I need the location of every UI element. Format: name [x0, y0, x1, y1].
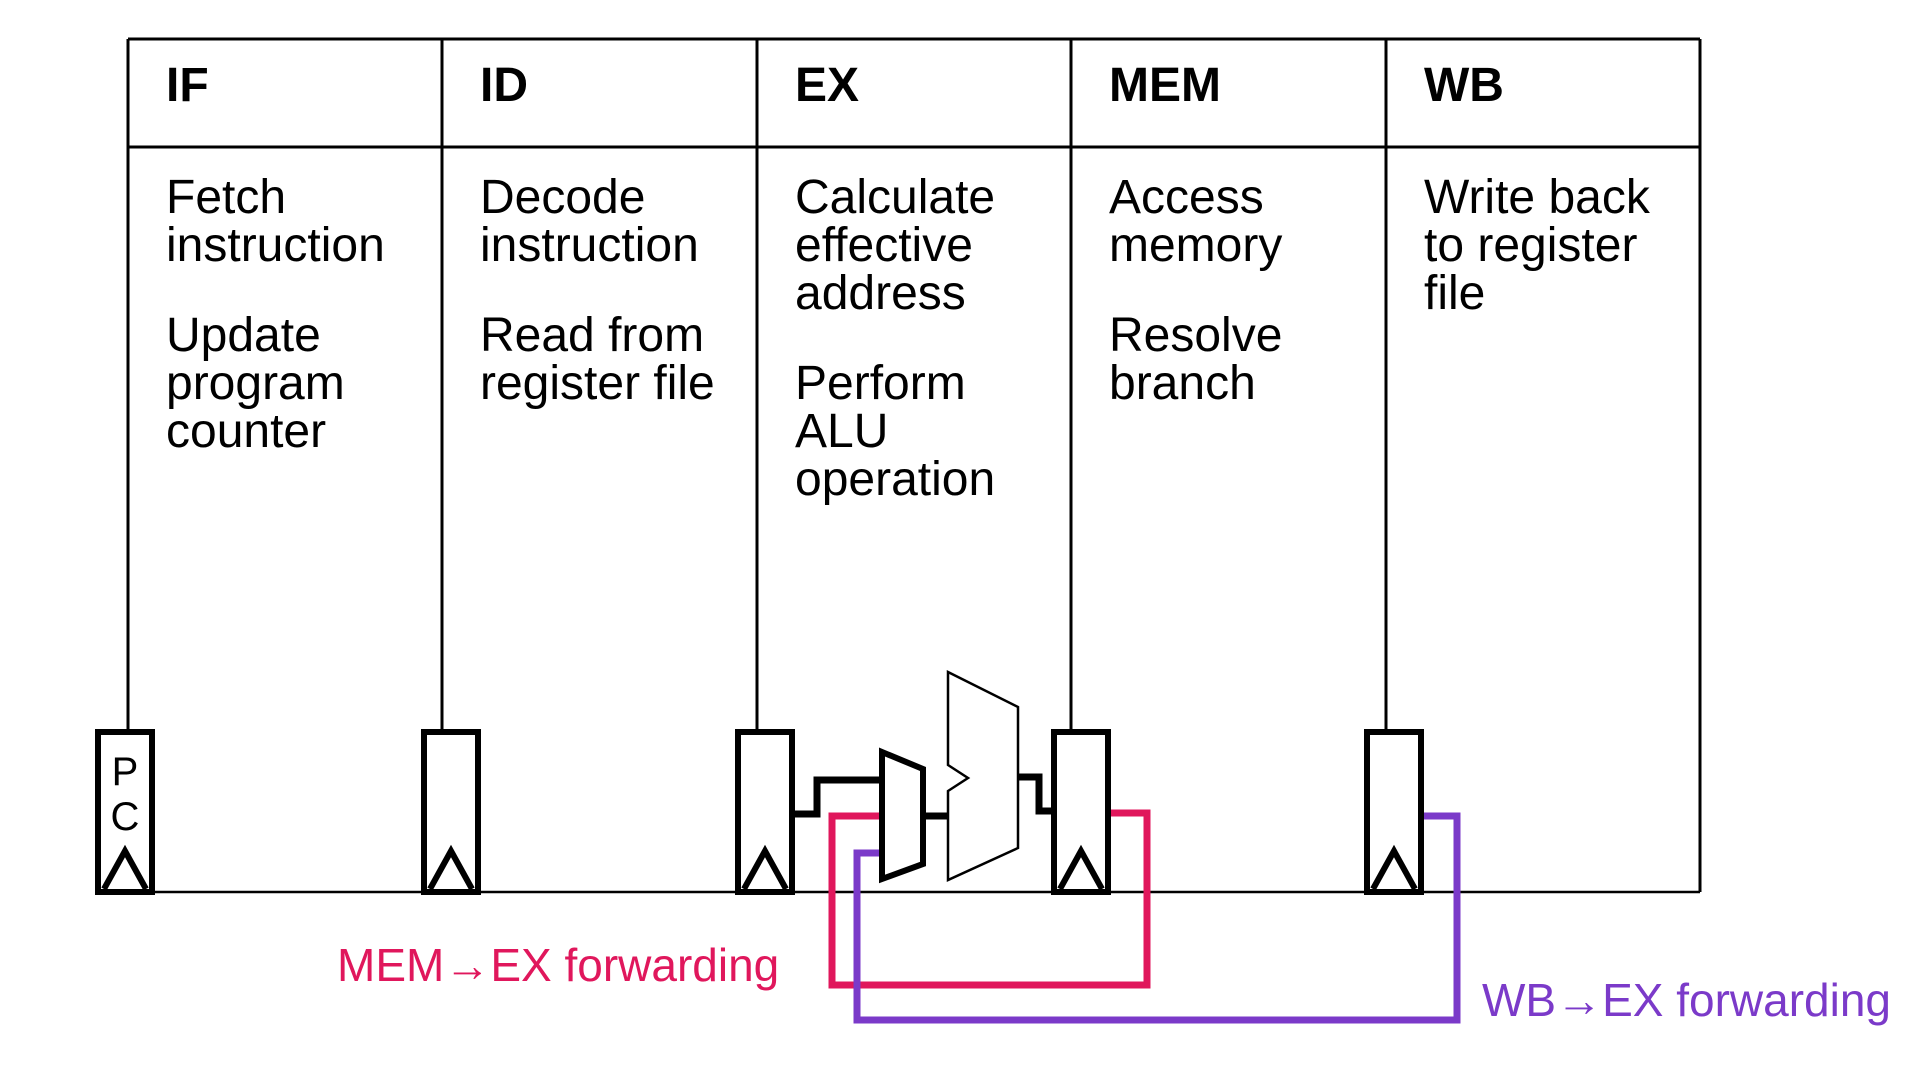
cell-ex-item-2: Perform ALU operation — [795, 357, 996, 506]
forwarding-mux — [879, 747, 926, 884]
cell-if-item-1: Fetch instruction — [166, 171, 385, 272]
header-mem: MEM — [1109, 59, 1221, 112]
id-ex-clock-chevron-icon — [741, 844, 789, 891]
cell-mem-item-2: Resolve branch — [1109, 309, 1283, 410]
cell-wb: Write back to register file — [1424, 174, 1686, 318]
cell-ex-item-1: Calculate effective address — [795, 171, 996, 320]
pipeline-registers — [95, 729, 1424, 895]
pc-register-label: P C — [110, 750, 140, 839]
cell-ex: Calculate effective address Perform ALU … — [795, 174, 1057, 504]
alu-shape — [946, 669, 1020, 882]
wb-ex-forwarding-label: WB→EX forwarding — [1482, 974, 1892, 1026]
cell-wb-item-1: Write back to register file — [1424, 171, 1650, 320]
pc-clock-chevron-icon — [101, 844, 149, 891]
regfile-to-mux-wire — [792, 776, 883, 818]
alu-to-exmem-wire — [1018, 773, 1058, 815]
id-ex-register — [735, 729, 795, 895]
ex-mem-clock-chevron-icon — [1057, 844, 1105, 891]
header-id: ID — [480, 59, 528, 112]
cell-id: Decode instruction Read from register fi… — [480, 174, 742, 408]
cell-mem: Access memory Resolve branch — [1109, 174, 1371, 408]
header-wb: WB — [1424, 59, 1504, 112]
pc-register — [95, 729, 155, 895]
mem-wb-clock-chevron-icon — [1370, 844, 1418, 891]
cell-id-item-1: Decode instruction — [480, 171, 699, 272]
header-ex: EX — [795, 59, 860, 112]
mem-ex-forwarding-wire — [828, 809, 1151, 989]
if-id-register — [421, 729, 481, 895]
if-id-clock-chevron-icon — [427, 844, 475, 891]
cell-id-item-2: Read from register file — [480, 309, 715, 410]
stage-table-grid — [126, 37, 1702, 892]
mem-ex-forwarding-label: MEM→EX forwarding — [337, 939, 780, 991]
cell-if: Fetch instruction Update program counter — [166, 174, 428, 456]
ex-mem-register — [1051, 729, 1111, 895]
cell-mem-item-1: Access memory — [1109, 171, 1283, 272]
wb-ex-forwarding-wire — [853, 812, 1461, 1024]
header-if: IF — [166, 59, 209, 112]
cell-if-item-2: Update program counter — [166, 309, 345, 458]
mem-wb-register — [1364, 729, 1424, 895]
